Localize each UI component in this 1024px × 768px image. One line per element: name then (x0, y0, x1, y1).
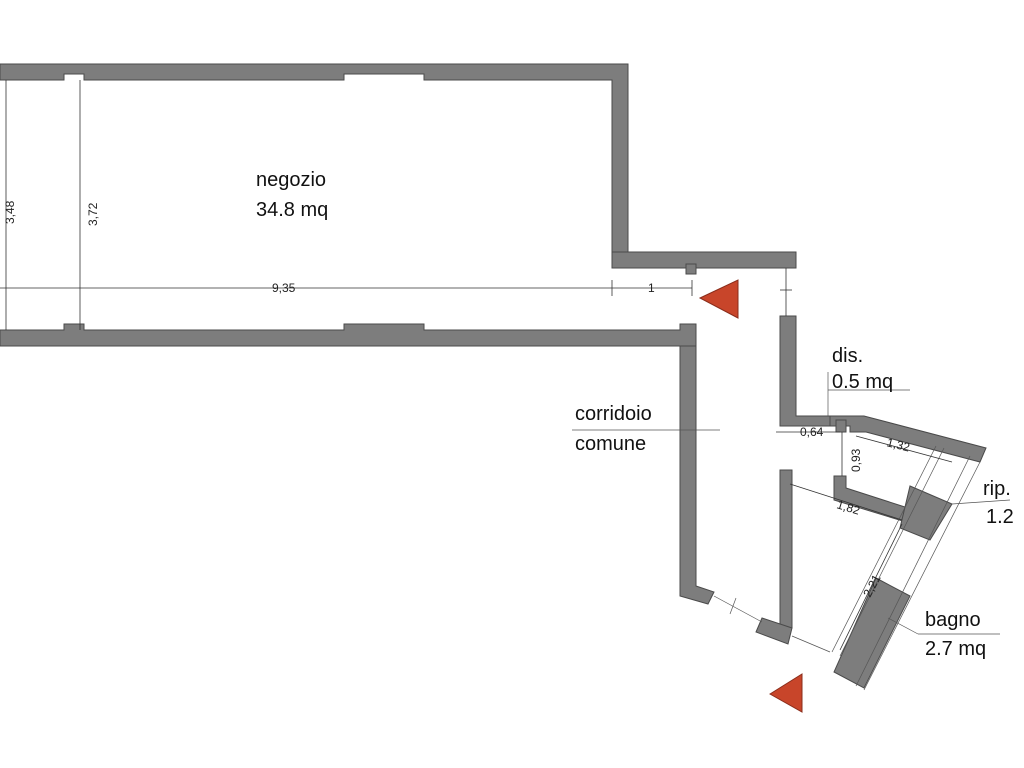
dim-label-bath-top: 1,32 (885, 435, 911, 454)
dim-label-width-ext: 1 (648, 281, 655, 295)
room-area-negozio: 34.8 mq (256, 199, 328, 221)
entrance-arrow-shop (698, 279, 739, 319)
room-label-corridoio-1: corridoio (575, 403, 652, 425)
room-label-negozio: negozio (256, 169, 326, 191)
door-lines (572, 372, 1011, 691)
room-area-rip: 1.2 (986, 506, 1014, 528)
dim-label-height-outer: 3,48 (3, 200, 17, 224)
dim-label-dis-depth: 0,93 (849, 448, 863, 472)
dim-label-width-main: 9,35 (272, 281, 296, 295)
room-area-bagno: 2.7 mq (925, 638, 986, 660)
corridor-walls (679, 315, 831, 645)
room-area-dis: 0.5 mq (832, 371, 893, 393)
dim-label-height-inner: 3,72 (86, 202, 100, 226)
entrance-arrow-corridor (769, 673, 803, 713)
room-label-dis: dis. (832, 345, 863, 367)
dimension-lines (0, 80, 953, 651)
room-label-rip: rip. (983, 478, 1011, 500)
dim-label-bath-mid: 1,82 (835, 497, 862, 517)
dim-label-dis-width: 0,64 (800, 425, 824, 439)
bath-walls (829, 415, 987, 689)
shop-walls (0, 63, 797, 347)
room-label-corridoio-2: comune (575, 433, 646, 455)
room-label-bagno: bagno (925, 609, 981, 631)
